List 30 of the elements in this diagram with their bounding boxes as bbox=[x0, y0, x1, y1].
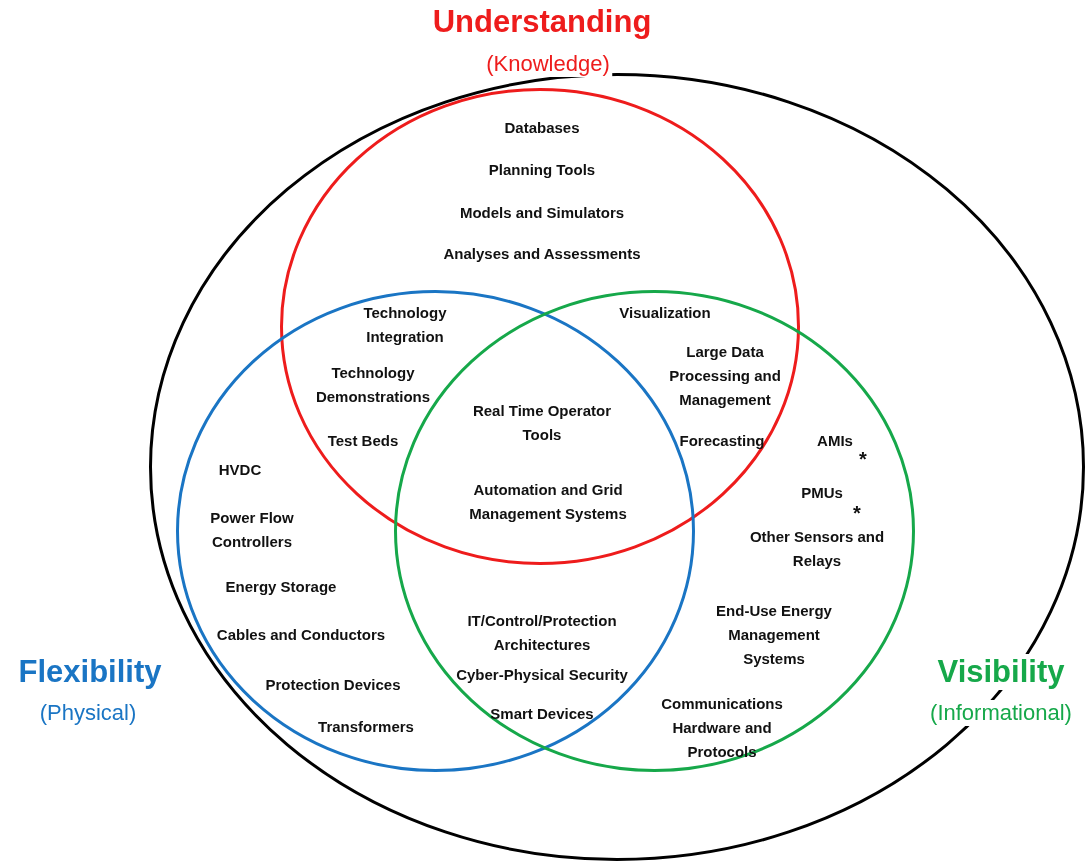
item-label: Automation and Grid Management Systems bbox=[468, 480, 628, 524]
item-label: End-Use Energy Management Systems bbox=[715, 601, 833, 669]
item-label: Models and Simulators bbox=[458, 203, 626, 223]
item-label: Analyses and Assessments bbox=[442, 244, 642, 264]
item-label: Smart Devices bbox=[489, 704, 595, 724]
item-label: Cyber-Physical Security bbox=[455, 665, 629, 685]
item-label: Technology Integration bbox=[362, 303, 448, 347]
item-label: AMIs bbox=[816, 431, 854, 451]
item-label: Visualization bbox=[618, 303, 712, 323]
footnote-mark: * bbox=[852, 501, 862, 525]
item-label: Technology Demonstrations bbox=[314, 363, 432, 407]
item-label: Protection Devices bbox=[264, 675, 402, 695]
item-label: HVDC bbox=[217, 460, 263, 480]
footnote-mark: * bbox=[858, 447, 868, 471]
item-label: Energy Storage bbox=[224, 577, 338, 597]
circle-subtitle: (Informational) bbox=[928, 700, 1074, 726]
item-label: Planning Tools bbox=[487, 160, 597, 180]
item-label: Cables and Conductors bbox=[215, 625, 387, 645]
item-label: Test Beds bbox=[326, 431, 400, 451]
item-label: Real Time Operator Tools bbox=[472, 401, 612, 445]
item-label: Databases bbox=[503, 118, 581, 138]
item-label: Communications Hardware and Protocols bbox=[660, 694, 784, 762]
item-label: Transformers bbox=[317, 717, 415, 737]
item-label: Large Data Processing and Management bbox=[668, 342, 782, 410]
item-label: Other Sensors and Relays bbox=[748, 527, 886, 571]
item-label: Power Flow Controllers bbox=[209, 508, 295, 552]
item-label: PMUs bbox=[800, 483, 844, 503]
item-label: Forecasting bbox=[678, 431, 766, 451]
item-label: IT/Control/Protection Architectures bbox=[466, 611, 618, 655]
circle-title: Visibility bbox=[935, 654, 1067, 690]
